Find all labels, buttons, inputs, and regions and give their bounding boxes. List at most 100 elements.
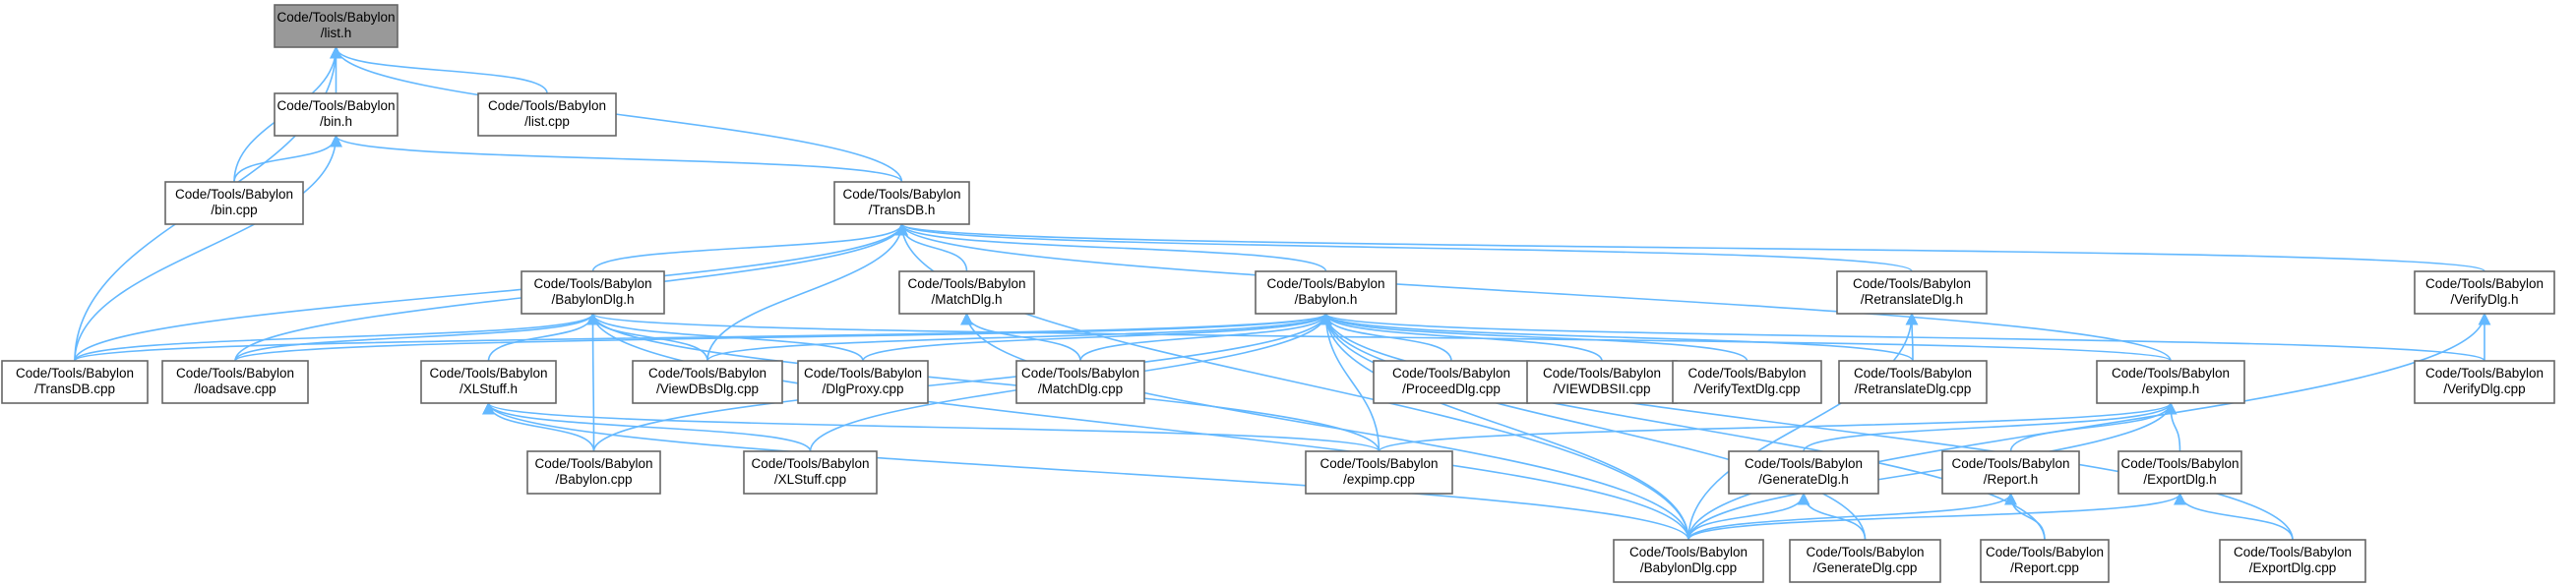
node-label-line: Code/Tools/Babylon	[1021, 366, 1139, 381]
node-label-line: /bin.h	[320, 114, 352, 129]
node-box[interactable]	[2096, 360, 2245, 404]
node-box[interactable]	[1613, 539, 1764, 583]
node-box[interactable]	[161, 360, 309, 404]
node-label-line: Code/Tools/Babylon	[488, 98, 606, 113]
node-label-line: /list.cpp	[524, 114, 570, 129]
node-box[interactable]	[2117, 450, 2242, 495]
node-generatedlg-h[interactable]: Code/Tools/Babylon/GenerateDlg.h	[1728, 450, 1879, 495]
edge-retranslatedlg_h-to-transdb_h	[895, 222, 1913, 272]
edge-list_cpp-to-list_h	[330, 45, 548, 94]
node-label-line: /ExportDlg.cpp	[2249, 560, 2337, 575]
node-matchdlg-h[interactable]: Code/Tools/Babylon/MatchDlg.h	[898, 270, 1035, 315]
node-box[interactable]	[420, 360, 557, 404]
node-loadsave-cpp[interactable]: Code/Tools/Babylon/loadsave.cpp	[161, 360, 309, 404]
node-box[interactable]	[833, 181, 970, 225]
node-label-line: Code/Tools/Babylon	[533, 276, 651, 291]
node-report-h[interactable]: Code/Tools/Babylon/Report.h	[1941, 450, 2080, 495]
edge-babylondlg_cpp-to-xlstuff_h	[482, 401, 1689, 541]
node-box[interactable]	[1, 360, 149, 404]
node-report-cpp[interactable]: Code/Tools/Babylon/Report.cpp	[1980, 539, 2110, 583]
node-label-line: /bin.cpp	[211, 203, 257, 217]
node-box[interactable]	[898, 270, 1035, 315]
node-box[interactable]	[1255, 270, 1397, 315]
edge-babylon_cpp-to-babylon_h	[592, 312, 1332, 452]
node-box[interactable]	[1789, 539, 1941, 583]
node-box[interactable]	[1838, 360, 1988, 404]
node-box[interactable]	[797, 360, 929, 404]
edge-viewdbsii_cpp-to-babylon_h	[1319, 312, 1603, 362]
node-transdb-h[interactable]: Code/Tools/Babylon/TransDB.h	[833, 181, 970, 225]
node-label-line: Code/Tools/Babylon	[175, 187, 293, 202]
node-expimp-h[interactable]: Code/Tools/Babylon/expimp.h	[2096, 360, 2245, 404]
node-transdb-cpp[interactable]: Code/Tools/Babylon/TransDB.cpp	[1, 360, 149, 404]
node-box[interactable]	[1728, 450, 1879, 495]
node-label-line: Code/Tools/Babylon	[1266, 276, 1384, 291]
node-babylondlg-h[interactable]: Code/Tools/Babylon/BabylonDlg.h	[521, 270, 665, 315]
node-box[interactable]	[1941, 450, 2080, 495]
node-label-line: Code/Tools/Babylon	[842, 187, 960, 202]
edge-generatedlg_cpp-to-babylon_h	[1319, 312, 1867, 541]
node-label-line: Code/Tools/Babylon	[1745, 456, 1863, 471]
node-label-line: /BabylonDlg.cpp	[1640, 560, 1737, 575]
node-label-line: Code/Tools/Babylon	[2425, 276, 2544, 291]
node-box[interactable]	[1836, 270, 1988, 315]
node-generatedlg-cpp[interactable]: Code/Tools/Babylon/GenerateDlg.cpp	[1789, 539, 1941, 583]
node-viewdbsdlg-cpp[interactable]: Code/Tools/Babylon/ViewDBsDlg.cpp	[632, 360, 783, 404]
node-label-line: /DlgProxy.cpp	[822, 382, 903, 396]
node-proceeddlg-cpp[interactable]: Code/Tools/Babylon/ProceedDlg.cpp	[1373, 360, 1530, 404]
node-bin-cpp[interactable]: Code/Tools/Babylon/bin.cpp	[164, 181, 304, 225]
node-retranslatedlg-cpp[interactable]: Code/Tools/Babylon/RetranslateDlg.cpp	[1838, 360, 1988, 404]
node-box[interactable]	[1672, 360, 1822, 404]
node-box[interactable]	[526, 450, 661, 495]
edge-exportdlg_cpp-to-exportdlg_h	[2174, 492, 2294, 541]
node-babylon-cpp[interactable]: Code/Tools/Babylon/Babylon.cpp	[526, 450, 661, 495]
node-box[interactable]	[1305, 450, 1453, 495]
node-box[interactable]	[2414, 270, 2555, 315]
node-box[interactable]	[274, 4, 399, 48]
node-babylondlg-cpp[interactable]: Code/Tools/Babylon/BabylonDlg.cpp	[1613, 539, 1764, 583]
node-box[interactable]	[1980, 539, 2110, 583]
node-label-line: Code/Tools/Babylon	[2425, 366, 2544, 381]
node-box[interactable]	[2414, 360, 2555, 404]
node-exportdlg-cpp[interactable]: Code/Tools/Babylon/ExportDlg.cpp	[2219, 539, 2366, 583]
node-exportdlg-h[interactable]: Code/Tools/Babylon/ExportDlg.h	[2117, 450, 2242, 495]
node-viewdbsii-cpp[interactable]: Code/Tools/Babylon/VIEWDBSII.cpp	[1526, 360, 1678, 404]
edge-babylondlg_cpp-to-generatedlg_h	[1687, 492, 1810, 541]
node-verifydlg-h[interactable]: Code/Tools/Babylon/VerifyDlg.h	[2414, 270, 2555, 315]
node-label-line: /XLStuff.h	[460, 382, 518, 396]
edge-transdb_h-to-list_h	[330, 45, 903, 183]
node-retranslatedlg-h[interactable]: Code/Tools/Babylon/RetranslateDlg.h	[1836, 270, 1988, 315]
node-label-line: Code/Tools/Babylon	[176, 366, 294, 381]
node-label-line: Code/Tools/Babylon	[16, 366, 134, 381]
node-babylon-h[interactable]: Code/Tools/Babylon/Babylon.h	[1255, 270, 1397, 315]
node-label-line: /XLStuff.cpp	[774, 472, 846, 487]
node-verifydlg-cpp[interactable]: Code/Tools/Babylon/VerifyDlg.cpp	[2414, 360, 2555, 404]
edge-verifytextdlg_cpp-to-babylon_h	[1319, 312, 1748, 362]
node-box[interactable]	[274, 92, 399, 137]
node-matchdlg-cpp[interactable]: Code/Tools/Babylon/MatchDlg.cpp	[1015, 360, 1145, 404]
node-box[interactable]	[632, 360, 783, 404]
node-box[interactable]	[477, 92, 617, 137]
node-box[interactable]	[164, 181, 304, 225]
edge-exportdlg_h-to-expimp_h	[2164, 401, 2181, 452]
node-expimp-cpp[interactable]: Code/Tools/Babylon/expimp.cpp	[1305, 450, 1453, 495]
node-box[interactable]	[1015, 360, 1145, 404]
node-label-line: /VerifyTextDlg.cpp	[1693, 382, 1800, 396]
node-label-line: /GenerateDlg.cpp	[1813, 560, 1918, 575]
node-label-line: /list.h	[321, 26, 352, 40]
node-dlgproxy-cpp[interactable]: Code/Tools/Babylon/DlgProxy.cpp	[797, 360, 929, 404]
node-xlstuff-h[interactable]: Code/Tools/Babylon/XLStuff.h	[420, 360, 557, 404]
node-box[interactable]	[521, 270, 665, 315]
node-xlstuff-cpp[interactable]: Code/Tools/Babylon/XLStuff.cpp	[743, 450, 878, 495]
node-list-h[interactable]: Code/Tools/Babylon/list.h	[274, 4, 399, 48]
node-verifytextdlg-cpp[interactable]: Code/Tools/Babylon/VerifyTextDlg.cpp	[1672, 360, 1822, 404]
node-label-line: Code/Tools/Babylon	[276, 10, 395, 25]
edge-loadsave_cpp-to-babylondlg_h	[234, 312, 599, 362]
node-label-line: Code/Tools/Babylon	[648, 366, 767, 381]
node-label-line: /MatchDlg.h	[931, 292, 1002, 307]
node-list-cpp[interactable]: Code/Tools/Babylon/list.cpp	[477, 92, 617, 137]
node-bin-h[interactable]: Code/Tools/Babylon/bin.h	[274, 92, 399, 137]
node-box[interactable]	[2219, 539, 2366, 583]
node-box[interactable]	[743, 450, 878, 495]
node-label-line: /RetranslateDlg.h	[1861, 292, 1963, 307]
